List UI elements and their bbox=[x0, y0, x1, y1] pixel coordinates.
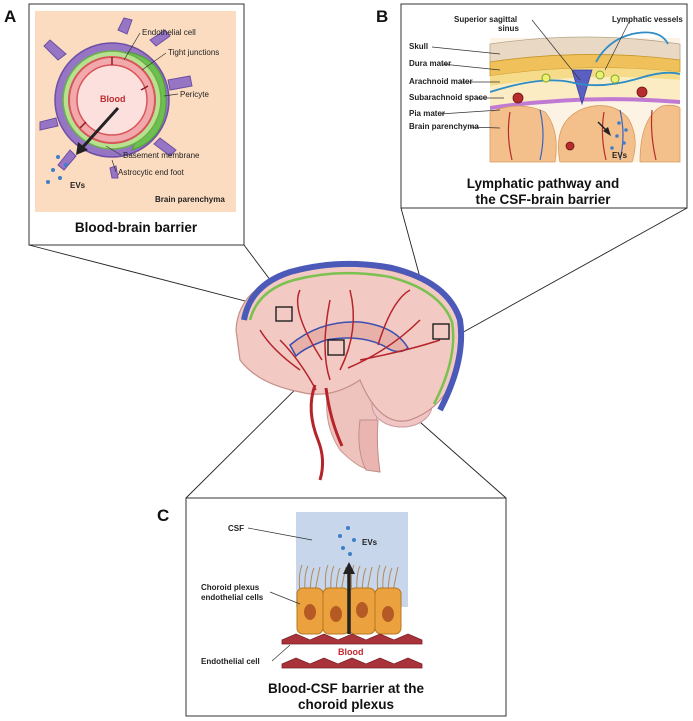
zoom-box-c bbox=[327, 339, 345, 356]
zoom-box-a bbox=[275, 306, 293, 322]
arachnoid-mater-label: Arachnoid mater bbox=[409, 77, 473, 86]
dural-sinus-band bbox=[241, 260, 465, 412]
panel-b-caption-1: Lymphatic pathway and bbox=[467, 176, 620, 191]
c-blood-label: Blood bbox=[338, 647, 364, 657]
dura-mater-label: Dura mater bbox=[409, 59, 451, 68]
pia-mater-label: Pia mater bbox=[409, 109, 445, 118]
choroid-cells bbox=[296, 587, 402, 635]
choroid-label-2: endothelial cells bbox=[201, 593, 264, 602]
panel-a-caption: Blood-brain barrier bbox=[75, 220, 198, 235]
panel-c: C Blood bbox=[157, 497, 507, 717]
brain-arteries bbox=[259, 289, 441, 391]
basement-membrane-label: Basement membrane bbox=[123, 151, 200, 160]
panel-b: B bbox=[376, 3, 688, 209]
ev-particles bbox=[46, 155, 68, 184]
panel-c-caption-1: Blood-CSF barrier at the bbox=[268, 681, 425, 696]
panel-c-leaders bbox=[247, 527, 313, 662]
b-evs-label: EVs bbox=[612, 151, 628, 160]
panel-c-letter: C bbox=[157, 506, 169, 525]
lymphatic-vessels-label: Lymphatic vessels bbox=[612, 15, 683, 24]
ev-exit-arrow bbox=[80, 106, 120, 150]
c-evs-label: EVs bbox=[362, 538, 378, 547]
pericyte-label: Pericyte bbox=[180, 90, 209, 99]
b-brain-parenchyma-label: Brain parenchyma bbox=[409, 122, 479, 131]
pia-layer bbox=[490, 97, 680, 110]
csf-label: CSF bbox=[228, 524, 244, 533]
evs-label: EVs bbox=[70, 181, 86, 190]
panel-b-caption-2: the CSF-brain barrier bbox=[475, 192, 611, 207]
meninges-illustration bbox=[489, 31, 681, 163]
panel-a: A Blood bbox=[4, 3, 245, 246]
panel-c-caption-2: choroid plexus bbox=[298, 697, 394, 712]
sagittal-sinus bbox=[571, 69, 593, 106]
c-ev-particles bbox=[338, 526, 356, 556]
astrocyte-processes bbox=[39, 17, 193, 179]
blood-label: Blood bbox=[100, 94, 126, 104]
brain-sagittal bbox=[28, 207, 688, 499]
astrocytic-end-foot-label: Astrocytic end foot bbox=[118, 168, 185, 177]
skull-label: Skull bbox=[409, 42, 428, 51]
brain-parenchyma-label: Brain parenchyma bbox=[155, 195, 225, 204]
transcytosis-arrowhead bbox=[343, 562, 355, 574]
panel-b-leaders bbox=[431, 19, 631, 129]
superior-sagittal-label-1: Superior sagittal bbox=[454, 15, 517, 24]
meningeal-lymph-band bbox=[248, 271, 455, 405]
brainstem bbox=[358, 419, 381, 473]
panel-b-letter: B bbox=[376, 7, 388, 26]
c-endothelial-cell-label: Endothelial cell bbox=[201, 657, 260, 666]
tight-junction-marks bbox=[79, 57, 149, 129]
superior-sagittal-label-2: sinus bbox=[498, 24, 519, 33]
panel-a-leaders bbox=[105, 32, 179, 173]
endothelial-top bbox=[281, 633, 423, 645]
zoom-box-b bbox=[432, 323, 450, 340]
choroid-label-1: Choroid plexus bbox=[201, 583, 260, 592]
subarachnoid-space-label: Subarachnoid space bbox=[409, 93, 488, 102]
tight-junctions-label: Tight junctions bbox=[168, 48, 219, 57]
ev-exit-arrowhead bbox=[76, 142, 88, 155]
endothelial-bottom bbox=[281, 657, 423, 669]
endothelial-cell-label: Endothelial cell bbox=[142, 28, 196, 37]
lymphatic-vessel-lines bbox=[489, 31, 681, 93]
panel-a-letter: A bbox=[4, 7, 16, 26]
